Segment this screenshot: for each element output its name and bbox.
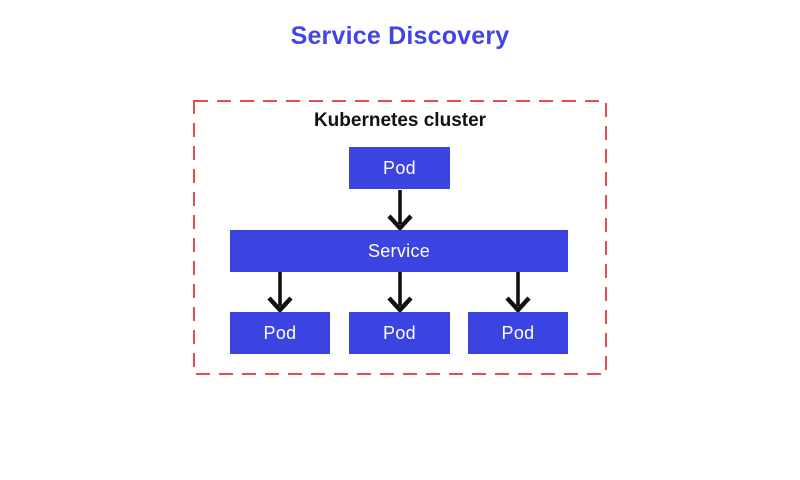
node-pod-3-label: Pod bbox=[501, 322, 535, 343]
arrow-service-to-pod-3-icon bbox=[505, 272, 531, 314]
page-title: Service Discovery bbox=[290, 22, 510, 50]
node-pod-1: Pod bbox=[230, 312, 330, 354]
node-service-label: Service bbox=[367, 240, 431, 261]
node-pod-2-label: Pod bbox=[383, 322, 416, 343]
node-pod-top: Pod bbox=[349, 147, 450, 189]
cluster-label: Kubernetes cluster bbox=[313, 110, 487, 131]
node-pod-2: Pod bbox=[349, 312, 450, 354]
arrow-pod-to-service-icon bbox=[387, 190, 413, 232]
node-service: Service bbox=[230, 230, 568, 272]
arrow-service-to-pod-2-icon bbox=[387, 272, 413, 314]
node-pod-top-label: Pod bbox=[383, 157, 416, 178]
arrow-service-to-pod-1-icon bbox=[267, 272, 293, 314]
node-pod-1-label: Pod bbox=[263, 322, 297, 343]
node-pod-3: Pod bbox=[468, 312, 568, 354]
